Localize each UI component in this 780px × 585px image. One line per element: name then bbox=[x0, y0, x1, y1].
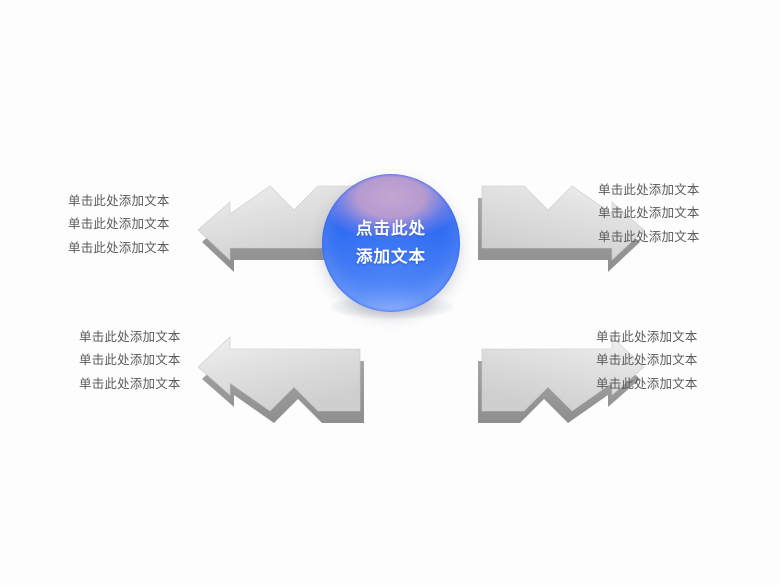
text-line[interactable]: 单击此处添加文本 bbox=[596, 329, 698, 344]
text-block-top-right[interactable]: 单击此处添加文本 单击此处添加文本 单击此处添加文本 bbox=[598, 178, 700, 248]
center-sphere[interactable]: 点击此处 添加文本 bbox=[322, 174, 460, 312]
text-line[interactable]: 单击此处添加文本 bbox=[598, 228, 700, 244]
arrow-face bbox=[481, 336, 645, 412]
arrow-face bbox=[197, 185, 361, 261]
arrow-face bbox=[481, 185, 645, 261]
arrow-bottom-left[interactable] bbox=[196, 313, 396, 423]
text-line[interactable]: 单击此处添加文本 bbox=[68, 239, 170, 255]
text-line[interactable]: 单击此处添加文本 bbox=[598, 182, 700, 197]
text-line[interactable]: 单击此处添加文本 bbox=[79, 329, 181, 344]
text-block-bottom-left[interactable]: 单击此处添加文本 单击此处添加文本 单击此处添加文本 bbox=[79, 325, 181, 395]
text-line[interactable]: 单击此处添加文本 bbox=[79, 375, 181, 391]
arrow-top-right[interactable] bbox=[446, 180, 646, 284]
text-block-top-left[interactable]: 单击此处添加文本 单击此处添加文本 单击此处添加文本 bbox=[68, 189, 170, 259]
center-sphere-line-1: 点击此处 bbox=[356, 219, 426, 238]
text-line[interactable]: 单击此处添加文本 bbox=[79, 352, 181, 368]
text-line[interactable]: 单击此处添加文本 bbox=[68, 216, 170, 232]
text-block-bottom-right[interactable]: 单击此处添加文本 单击此处添加文本 单击此处添加文本 bbox=[596, 325, 698, 395]
arrow-face bbox=[197, 336, 361, 412]
text-line[interactable]: 单击此处添加文本 bbox=[596, 352, 698, 368]
center-sphere-line-2: 添加文本 bbox=[356, 247, 426, 266]
arrow-bottom-right[interactable] bbox=[446, 313, 646, 423]
text-line[interactable]: 单击此处添加文本 bbox=[596, 375, 698, 391]
text-line[interactable]: 单击此处添加文本 bbox=[598, 205, 700, 221]
text-line[interactable]: 单击此处添加文本 bbox=[68, 193, 170, 208]
